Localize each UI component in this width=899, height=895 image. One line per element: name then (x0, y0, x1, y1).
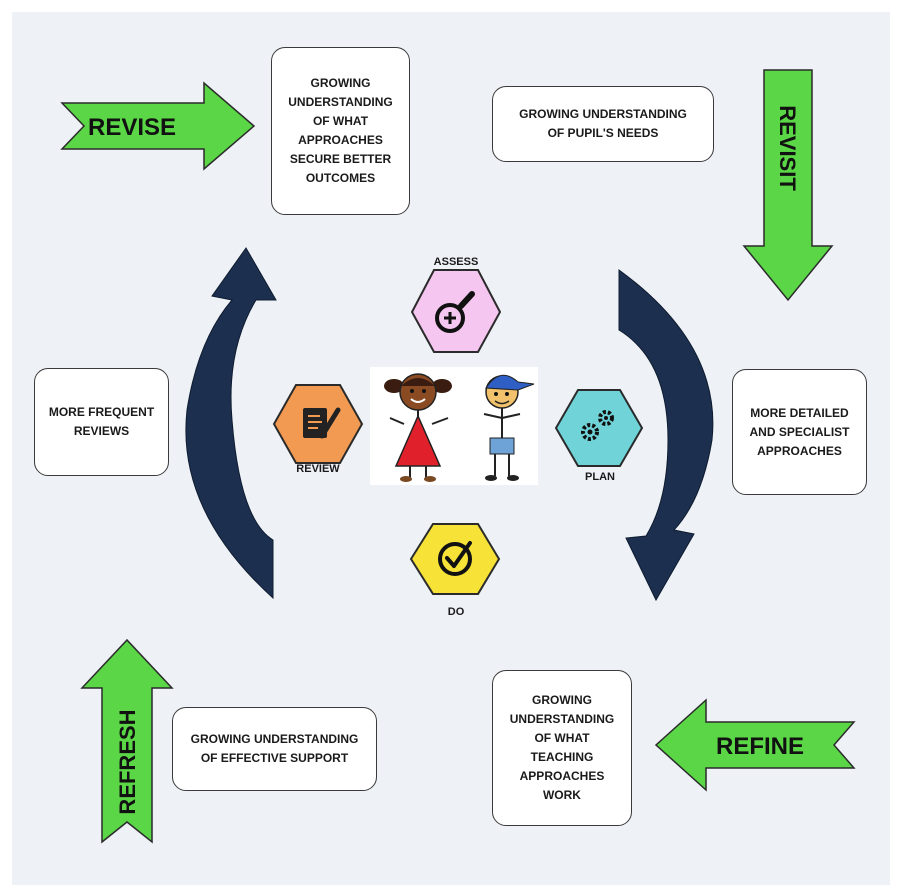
revisit-arrow (742, 69, 834, 302)
plan-node (554, 389, 644, 467)
teaching-approaches-box: GROWING UNDERSTANDING OF WHAT TEACHING A… (492, 670, 632, 826)
review-node (272, 384, 364, 464)
refine-arrow (654, 698, 856, 792)
right-curved-arrow (618, 269, 714, 602)
do-hexagon (409, 523, 501, 595)
do-node (409, 523, 501, 595)
pupil-needs-box: GROWING UNDERSTANDING OF PUPIL'S NEEDS (492, 86, 714, 162)
review-label: REVIEW (296, 463, 340, 475)
left-curved-arrow (185, 247, 277, 600)
children-illustration (370, 367, 538, 485)
refine-label: REFINE (716, 733, 804, 760)
plan-hexagon (554, 389, 644, 467)
frequent-reviews-box: MORE FREQUENT REVIEWS (34, 368, 169, 476)
refresh-label: REFRESH (115, 709, 140, 814)
gears-icon (581, 410, 614, 441)
revisit-label: REVISIT (775, 105, 800, 191)
girl-figure (384, 373, 452, 482)
detailed-specialist-box: MORE DETAILED AND SPECIALIST APPROACHES (732, 369, 867, 495)
magnifier-plus-icon (435, 291, 475, 333)
assess-node (410, 269, 502, 353)
refresh-arrow (80, 638, 174, 844)
plan-label: PLAN (585, 471, 615, 483)
assess-label: ASSESS (433, 256, 479, 268)
revise-label: REVISE (88, 114, 176, 141)
approaches-outcomes-box: GROWING UNDERSTANDING OF WHAT APPROACHES… (271, 47, 410, 215)
do-label: DO (447, 606, 465, 618)
document-pencil-icon (303, 407, 341, 439)
boy-figure (483, 374, 535, 481)
checkmark-icon (438, 541, 472, 576)
assess-hexagon (410, 269, 502, 353)
revise-arrow (60, 81, 256, 171)
effective-support-box: GROWING UNDERSTANDING OF EFFECTIVE SUPPO… (172, 707, 377, 791)
